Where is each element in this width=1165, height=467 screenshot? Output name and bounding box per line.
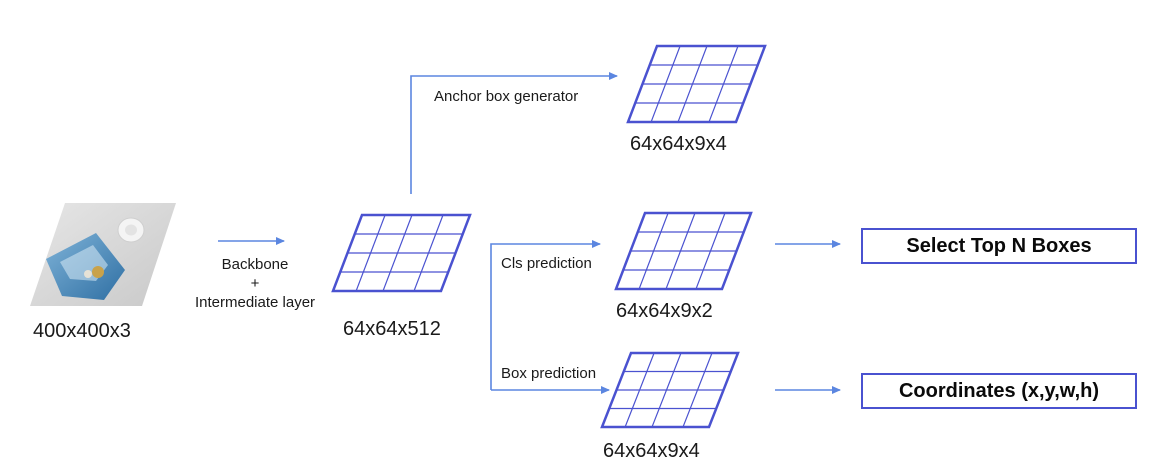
cls-grid [614,211,753,291]
coordinates-box: Coordinates (x,y,w,h) [861,373,1137,409]
backbone-label: Backbone + Intermediate layer [180,255,330,312]
anchor-grid [626,44,767,124]
anchor-connector-arrow [410,72,618,194]
box-grid [600,351,740,429]
backbone-line-1: Backbone [221,256,289,273]
feature-dims-label: 64x64x512 [343,318,441,340]
select-top-n-label: Select Top N Boxes [906,234,1092,257]
cls-label: Cls prediction [501,255,592,272]
input-dims-label: 400x400x3 [33,320,131,342]
cls-dims-label: 64x64x9x2 [616,300,713,322]
backbone-line-2: + [250,275,260,292]
box-dims-label: 64x64x9x4 [603,440,700,462]
input-photo [30,203,176,306]
backbone-line-3: Intermediate layer [194,294,316,311]
feature-map-grid [331,213,472,293]
box-label: Box prediction [501,365,597,382]
cls-connector-arrow [490,240,601,390]
anchor-dims-label: 64x64x9x4 [630,133,727,155]
coordinates-label: Coordinates (x,y,w,h) [898,379,1100,402]
pill-pack-illustration [46,233,125,300]
cap-illustration [117,217,145,243]
select-top-n-box: Select Top N Boxes [861,228,1137,264]
anchor-label: Anchor box generator [434,88,579,105]
